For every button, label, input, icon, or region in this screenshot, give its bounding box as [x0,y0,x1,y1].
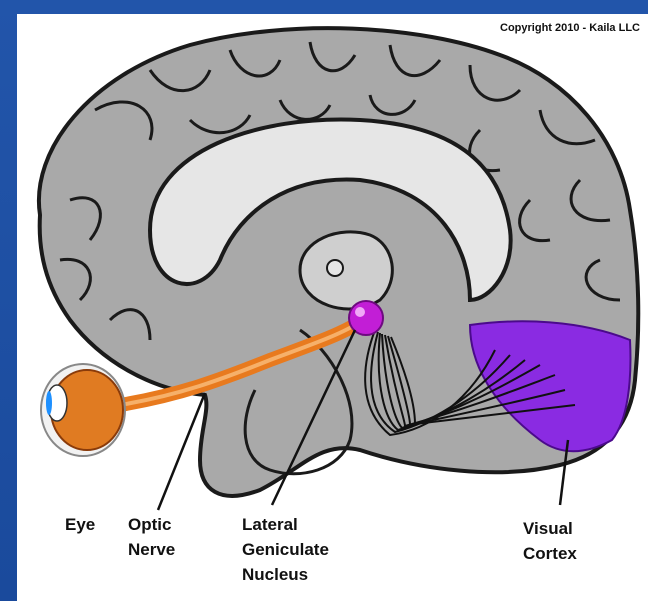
label-visual-cortex-line2: Cortex [523,541,577,566]
label-optic-nerve-line2: Nerve [128,537,175,562]
label-eye: Eye [65,512,95,537]
label-lgn-line2: Geniculate [242,537,329,562]
label-visual-cortex-line1: Visual [523,516,577,541]
label-visual-cortex: Visual Cortex [523,516,577,566]
label-lgn-line1: Lateral [242,512,329,537]
label-optic-nerve: Optic Nerve [128,512,175,562]
eye-shape [41,364,125,456]
thalamus-dot [327,260,343,276]
label-optic-nerve-line1: Optic [128,512,175,537]
label-lgn-line3: Nucleus [242,562,329,587]
thalamus-region [300,232,392,309]
label-lgn: Lateral Geniculate Nucleus [242,512,329,587]
